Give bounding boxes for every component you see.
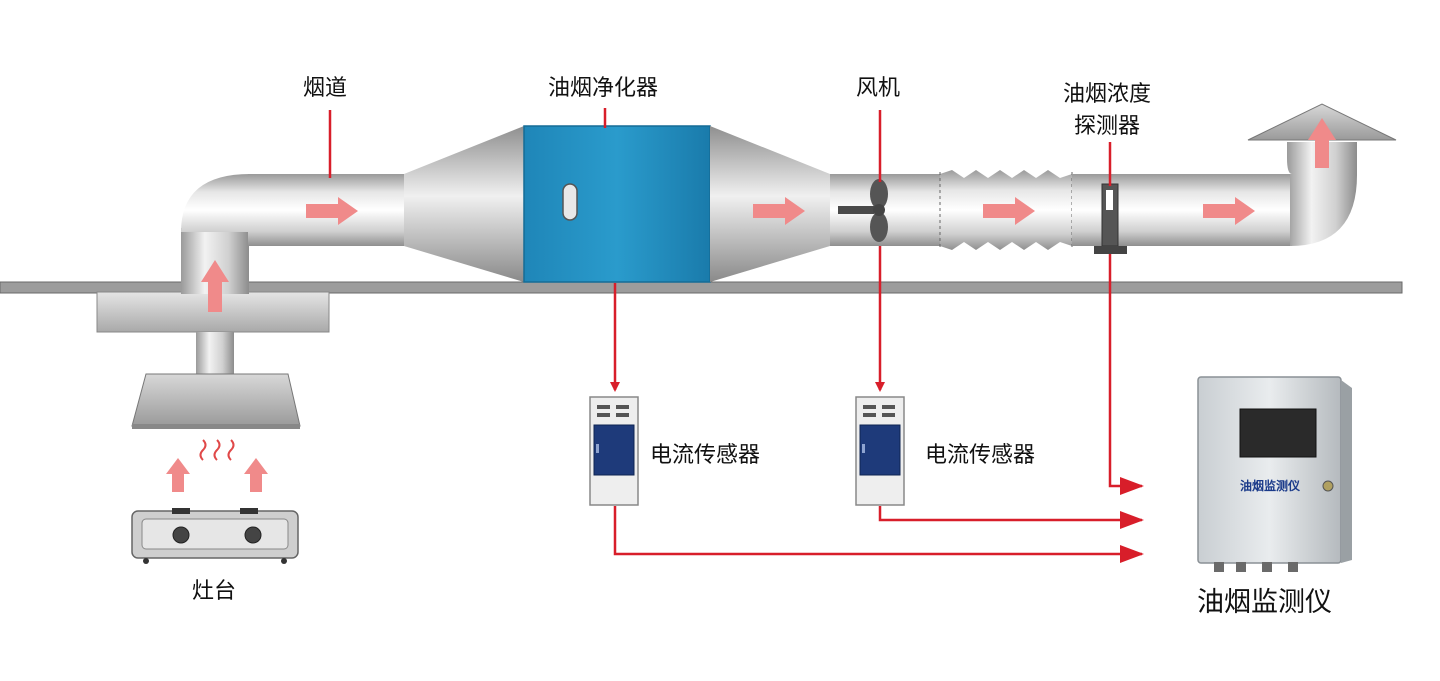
monitor-screen (1239, 408, 1317, 458)
flow-arrow-duct (306, 197, 358, 225)
flow-arrow-outlet (1203, 197, 1255, 225)
monitor-label: 油烟监测仪 (1197, 587, 1332, 618)
detector-label-line1: 油烟浓度 (1063, 82, 1151, 107)
oil-fume-monitor (1197, 376, 1352, 572)
stove-label: 灶台 (192, 579, 236, 604)
purifier-label: 油烟净化器 (548, 76, 658, 101)
detector-to-monitor-arrow (1108, 254, 1144, 495)
duct-elbow (181, 174, 260, 246)
fume-detector-base (1094, 246, 1127, 254)
current-sensor-2 (855, 396, 905, 506)
sensor1-to-monitor-arrow (613, 506, 1144, 563)
duct-outlet-elbow (1287, 142, 1357, 246)
duct-label: 烟道 (303, 76, 347, 101)
current-sensor-2-label: 电流传感器 (925, 443, 1035, 468)
smoke-icon (199, 439, 235, 461)
purifier-inlet-cone (404, 126, 524, 282)
range-hood-icon (131, 373, 301, 427)
flow-arrow-stove-right (244, 458, 268, 492)
detector-label-line2: 探测器 (1074, 114, 1140, 139)
range-hood-neck (196, 332, 234, 374)
sensor2-to-monitor-arrow (878, 506, 1144, 529)
flow-arrow-chimney (1308, 118, 1336, 168)
oil-fume-purifier (523, 125, 711, 283)
fan-label: 风机 (856, 76, 900, 101)
monitor-panel-label: 油烟监测仪 (1240, 478, 1301, 493)
flow-arrow-bellows (983, 197, 1035, 225)
purifier-handle (562, 183, 578, 221)
stove-icon (131, 508, 299, 564)
flow-arrow-riser (201, 260, 229, 312)
flow-arrow-purifier-out (753, 197, 805, 225)
monitor-lock (1322, 480, 1334, 492)
fume-detector-window (1106, 190, 1113, 210)
flow-arrow-stove-left (166, 458, 190, 492)
current-sensor-1-label: 电流传感器 (650, 443, 760, 468)
fan-icon (838, 179, 888, 242)
current-sensor-1 (589, 396, 639, 506)
range-hood-rim (132, 424, 300, 429)
flow-arrows (166, 118, 1336, 492)
